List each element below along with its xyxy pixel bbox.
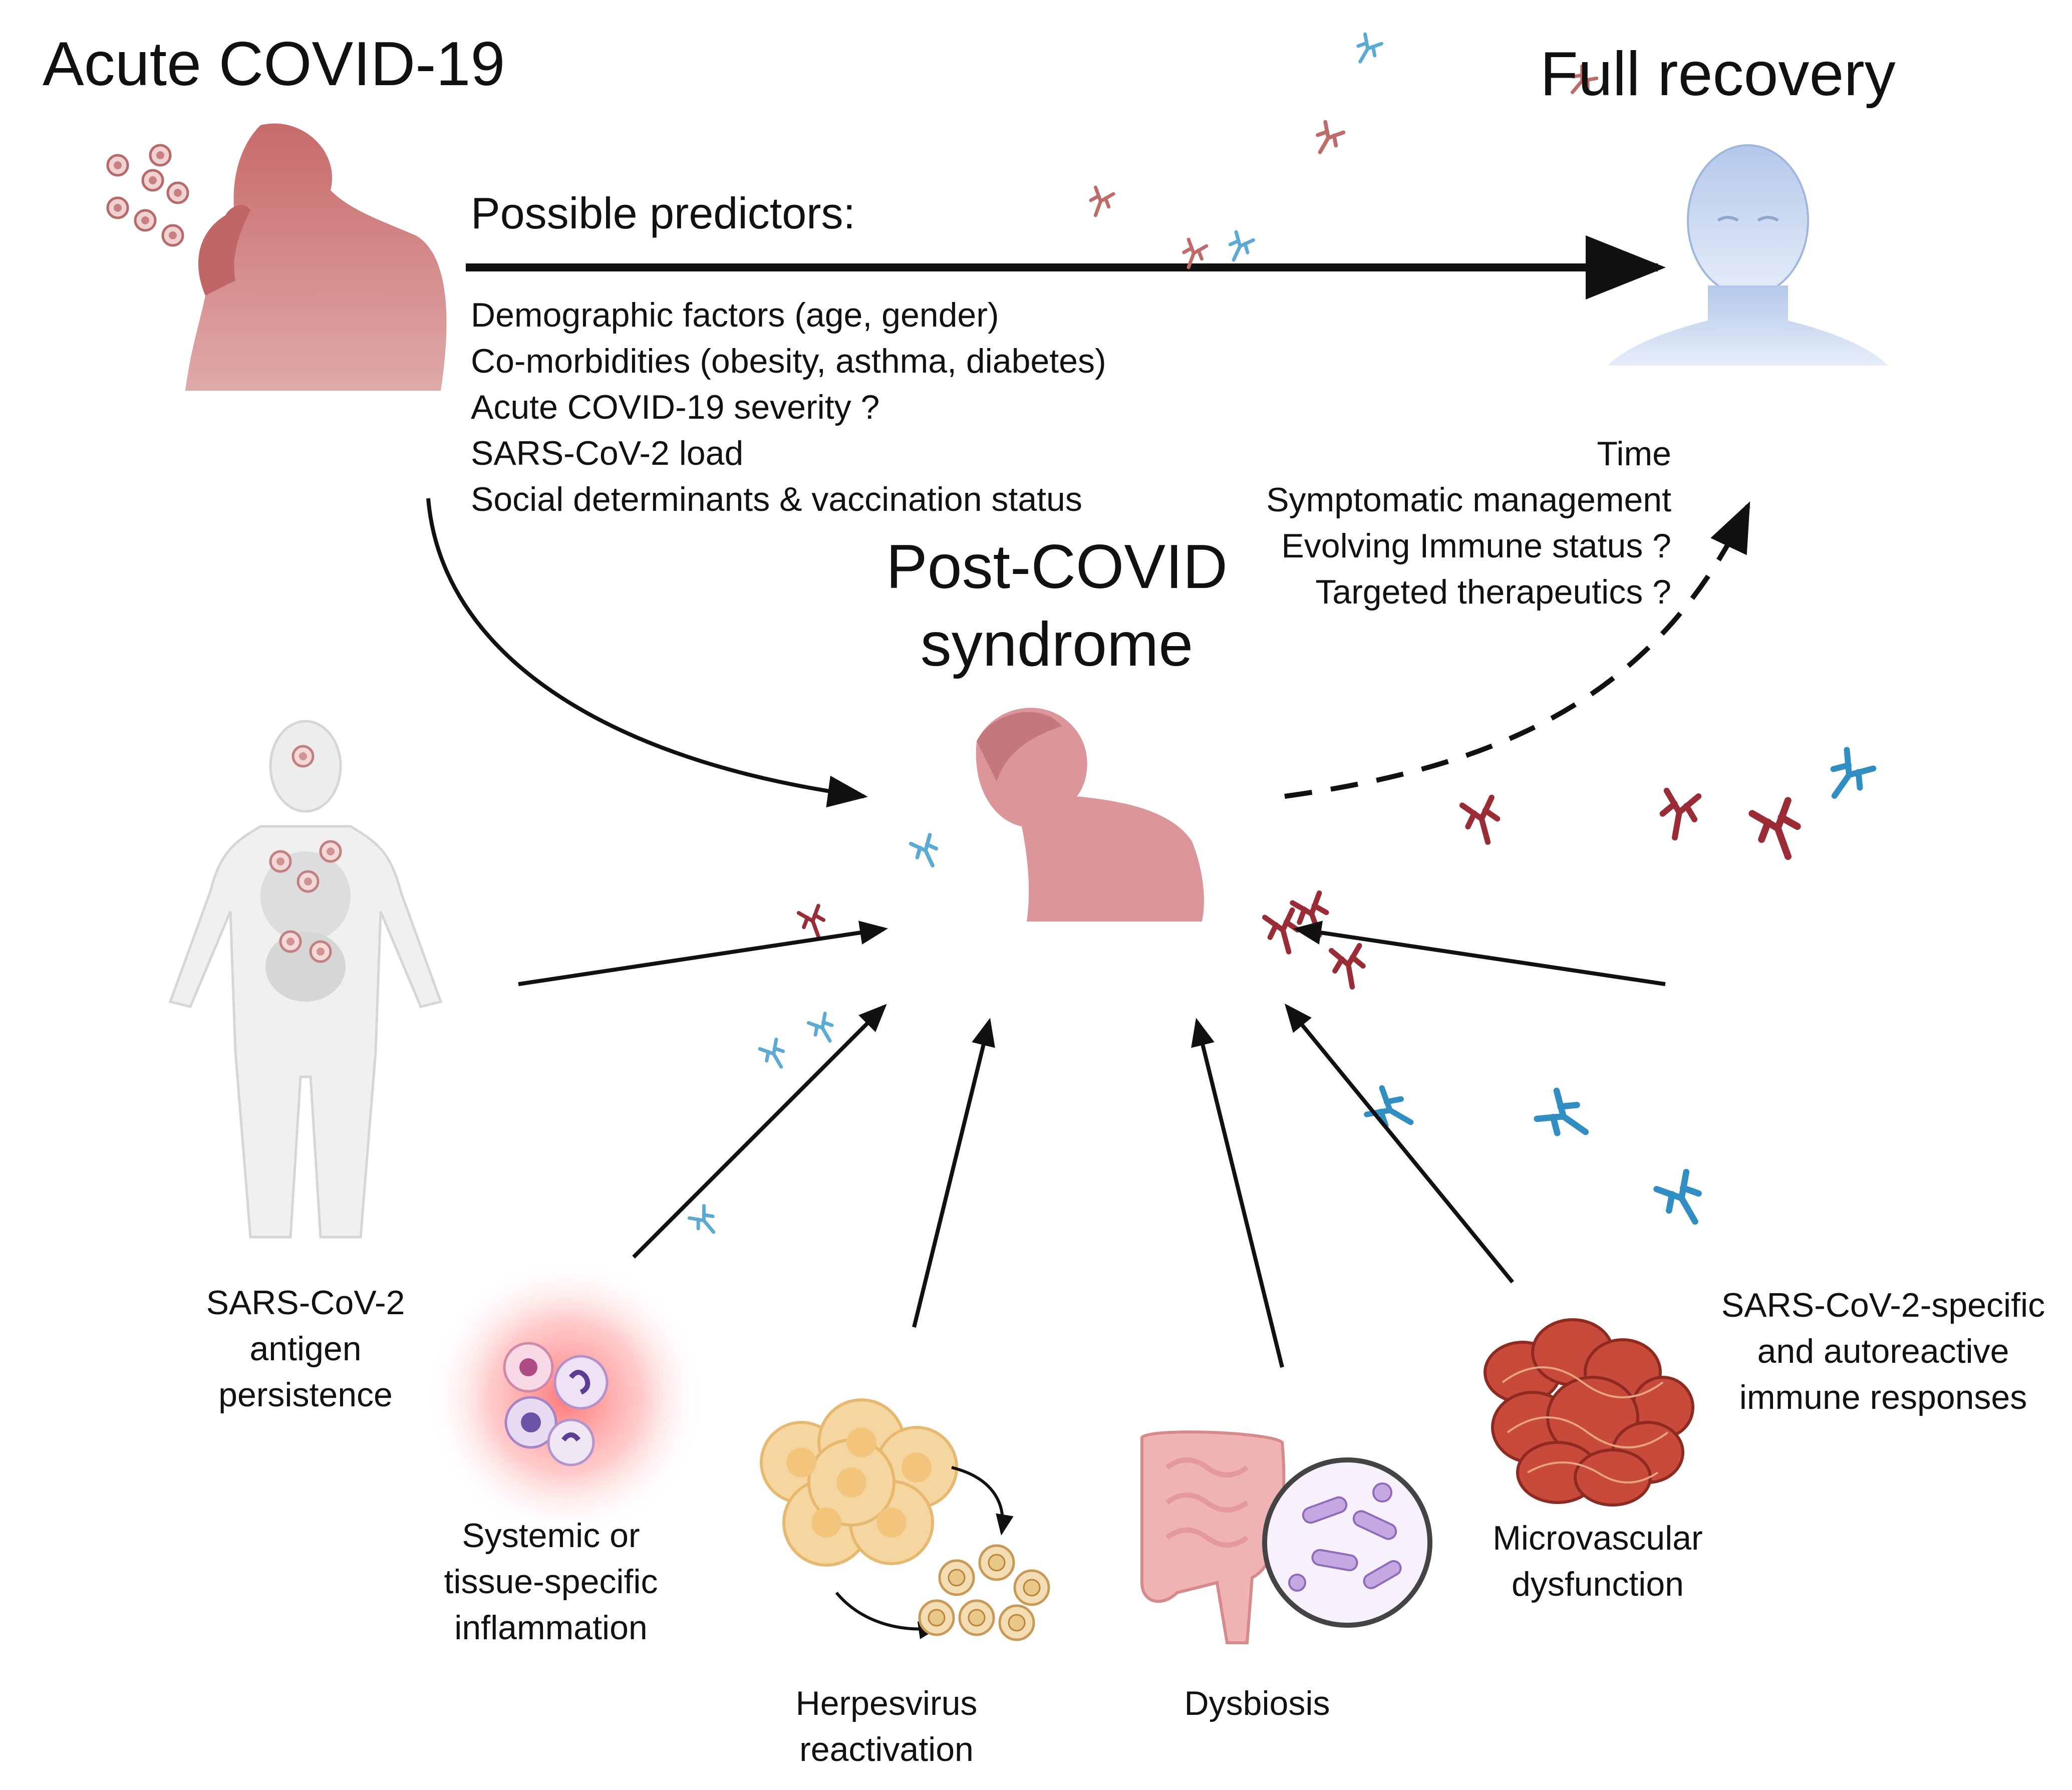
blood-vessel-icon [1484,1318,1694,1507]
predictors-list: Demographic factors (age, gender) Co-mor… [471,292,1106,522]
intestine-microbiome-icon [1140,1430,1432,1644]
predictor-item: Acute COVID-19 severity ? [471,388,880,426]
acute-covid-title: Acute COVID-19 [43,30,505,99]
recovery-factor: Symptomatic management [1266,481,1671,519]
recovered-person-icon [1608,144,1888,366]
mechanism-arrows [518,921,1666,1368]
inflammation-arrow [632,1004,887,1259]
predictor-item: Social determinants & vaccination status [471,480,1082,518]
herpes-arrow [912,1018,995,1328]
dysbiosis-arrow [1191,1018,1284,1368]
antigen-persistence-label: SARS-CoV-2 antigen persistence [206,1284,405,1414]
antigen-arrow [518,921,888,986]
recovery-factor: Time [1597,435,1671,473]
predictor-item: Co-morbidities (obesity, asthma, diabete… [471,342,1106,380]
immune-responses-label: SARS-CoV-2-specific and autoreactive imm… [1721,1286,2045,1416]
post-covid-title: Post-COVID syndrome [885,532,1228,679]
acute-to-post-covid-arrow [426,498,868,808]
predictor-item: Demographic factors (age, gender) [471,296,999,334]
predictor-item: SARS-CoV-2 load [471,434,744,472]
recovery-factor: Evolving Immune status ? [1281,527,1671,565]
coughing-person-icon [108,123,447,391]
dysbiosis-label: Dysbiosis [1184,1684,1330,1722]
virus-particles-icon [108,145,188,245]
predictors-heading: Possible predictors: [471,188,855,238]
microvascular-label: Microvascular dysfunction [1493,1519,1703,1603]
full-recovery-title: Full recovery [1540,40,1896,109]
inflamed-cells-icon [426,1257,706,1538]
inflammation-label: Systemic or tissue-specific inflammation [444,1517,658,1647]
post-covid-to-recovery-dashed-arrow [1284,501,1750,799]
recovery-factor: Targeted therapeutics ? [1315,573,1671,611]
sick-person-icon [976,708,1204,922]
herpesvirus-label: Herpesvirus reactivation [795,1684,978,1768]
immune-arrow [1293,921,1666,986]
microvascular-arrow [1284,1003,1515,1284]
body-organs-icon [168,720,443,1239]
herpesvirus-icon [760,1398,1049,1640]
recovery-factors-list: Time Symptomatic management Evolving Imm… [1266,431,1671,615]
